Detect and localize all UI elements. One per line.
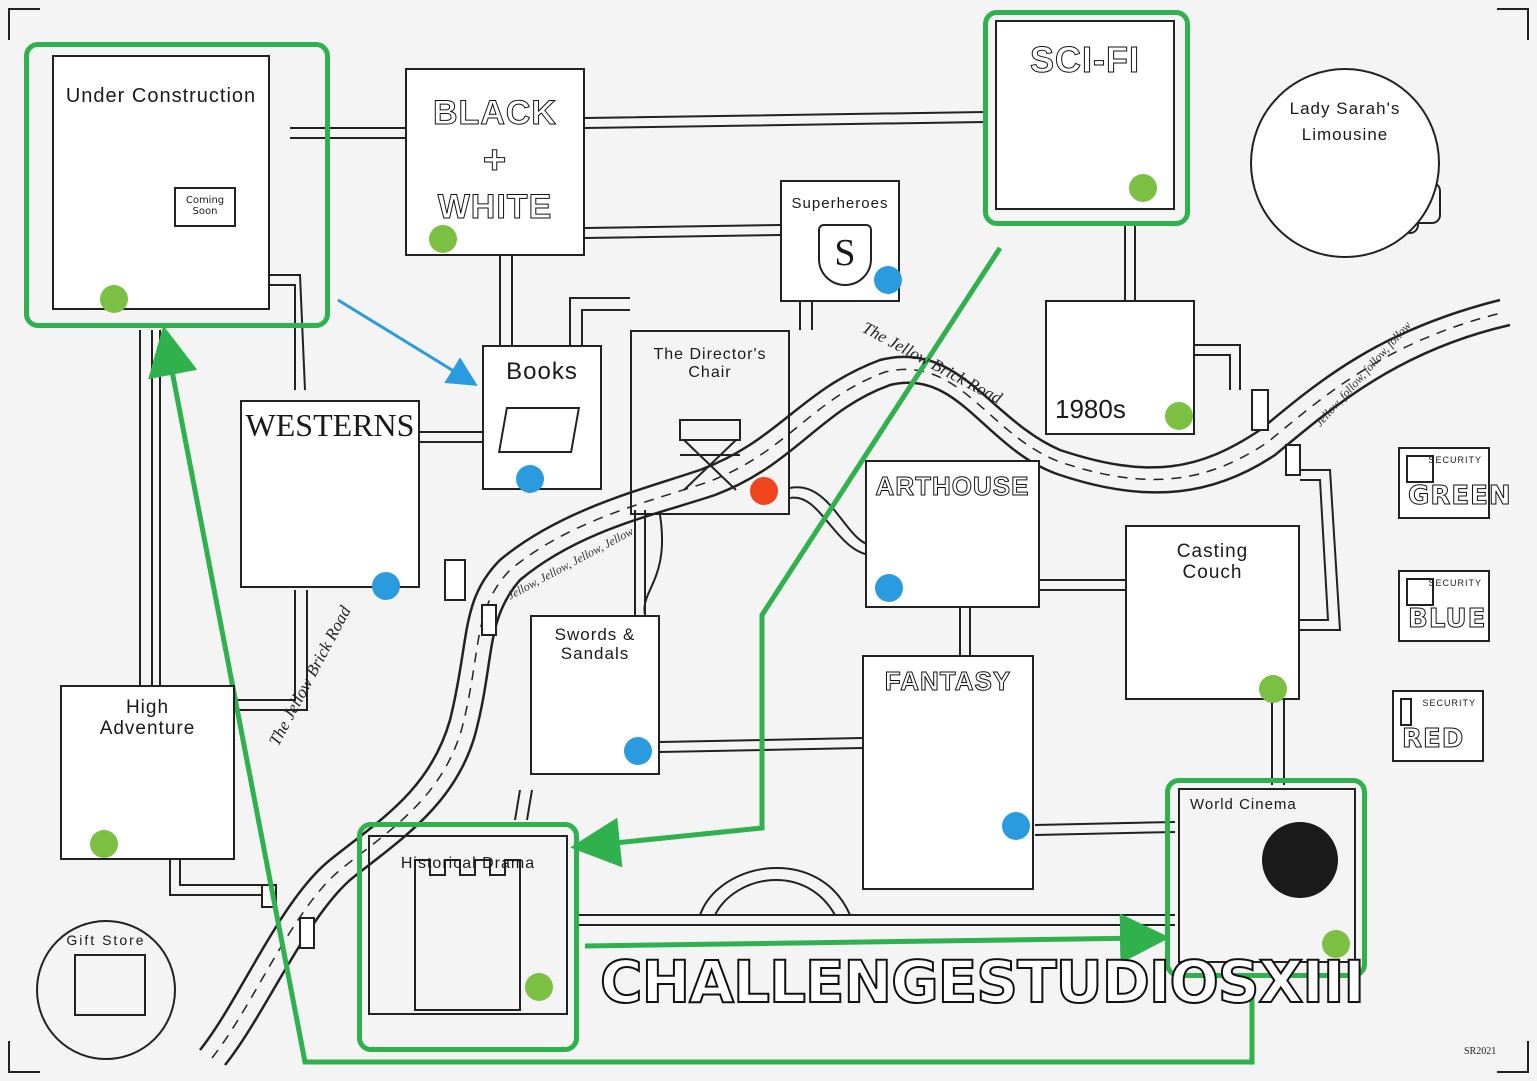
security-blue[interactable]: SECURITY BLUE: [1398, 570, 1490, 642]
landmark-label: Gift Store: [66, 932, 146, 948]
security-square: [1406, 455, 1434, 483]
studio-historical-drama[interactable]: Historical Drama: [368, 835, 568, 1015]
security-label: SECURITY: [1422, 698, 1476, 708]
highlight-under-construction: [24, 42, 330, 328]
studio-high-adventure[interactable]: High Adventure: [60, 685, 235, 860]
status-dot-green: [1259, 675, 1287, 703]
coming-soon-sign: Coming Soon: [174, 187, 236, 227]
studio-label-line2: +: [482, 138, 508, 183]
status-dot-blue: [624, 737, 652, 765]
status-dot-green: [90, 830, 118, 858]
studio-fantasy[interactable]: FANTASY: [862, 655, 1034, 890]
studio-label: ARTHOUSE: [875, 471, 1030, 501]
studio-label-line3: WHITE: [437, 187, 553, 226]
security-label: SECURITY: [1428, 455, 1482, 465]
status-dot-blue: [1002, 812, 1030, 840]
landmark-gift-store[interactable]: Gift Store: [36, 920, 176, 1060]
studio-label: Superheroes: [791, 195, 889, 212]
studio-label: Swords & Sandals: [554, 625, 636, 664]
security-square: [1400, 698, 1412, 726]
corner-mark: [8, 1041, 40, 1073]
blue-arrow: [337, 298, 478, 386]
status-dot-green: [525, 973, 553, 1001]
studio-label: FANTASY: [884, 666, 1012, 696]
corner-mark: [1497, 8, 1529, 40]
security-name: GREEN: [1408, 481, 1512, 512]
status-dot-green: [100, 285, 128, 313]
studio-label: WESTERNS: [245, 407, 415, 443]
status-dot-red: [750, 477, 778, 505]
status-dot-green: [1165, 402, 1193, 430]
studio-under-construction[interactable]: Under Construction Coming Soon: [52, 55, 270, 313]
studio-label: SCI-FI: [1030, 39, 1140, 81]
status-dot-blue: [874, 266, 902, 294]
studio-casting-couch[interactable]: Casting Couch: [1125, 525, 1300, 703]
studio-superheroes[interactable]: Superheroes S: [780, 180, 902, 302]
studio-label: Casting Couch: [1176, 541, 1249, 584]
artist-signature: SR2021: [1464, 1046, 1497, 1057]
highlight-world-cinema: [1165, 778, 1367, 978]
world-globe: [1262, 822, 1338, 898]
studio-label: The Director's Chair: [653, 346, 767, 381]
highlight-scifi: [983, 10, 1190, 226]
highlight-historical-drama: [357, 822, 579, 1052]
studio-world-cinema[interactable]: World Cinema: [1178, 788, 1356, 963]
studio-black-white[interactable]: BLACK + WHITE: [405, 68, 585, 256]
studio-directors-chair[interactable]: The Director's Chair: [630, 330, 790, 515]
studio-scifi[interactable]: SCI-FI: [995, 20, 1175, 210]
security-name: RED: [1401, 724, 1465, 755]
book-icon: [497, 407, 581, 453]
studio-label: Under Construction: [65, 85, 257, 107]
green-route: [148, 246, 1255, 1065]
studio-label: 1980s: [1055, 394, 1126, 424]
security-green[interactable]: SECURITY GREEN: [1398, 447, 1511, 519]
map-title: CHALLENGESTUDIOSXIII: [599, 947, 1366, 1017]
status-dot-green: [1322, 930, 1350, 958]
status-dot-green: [1129, 174, 1157, 202]
security-label: SECURITY: [1428, 578, 1482, 588]
corner-mark: [8, 8, 40, 40]
studio-label: High Adventure: [99, 697, 196, 740]
chair-drawing: [679, 419, 741, 491]
security-name: BLUE: [1407, 604, 1487, 635]
security-red[interactable]: SECURITY RED: [1392, 690, 1484, 762]
studio-books[interactable]: Books: [482, 345, 602, 493]
status-dot-blue: [372, 572, 400, 600]
studio-swords-sandals[interactable]: Swords & Sandals: [530, 615, 660, 775]
status-dot-blue: [875, 574, 903, 602]
status-dot-green: [429, 225, 457, 253]
studio-1980s[interactable]: 1980s: [1045, 300, 1195, 435]
studio-label-line1: BLACK: [433, 93, 557, 132]
studio-westerns[interactable]: WESTERNS: [240, 400, 420, 600]
studio-label: Historical Drama: [400, 855, 536, 872]
studio-label: Books: [506, 358, 578, 385]
castle-drawing: [414, 859, 521, 1011]
corner-mark: [1497, 1041, 1529, 1073]
landmark-limousine[interactable]: Lady Sarah's Limousine: [1250, 68, 1440, 258]
landmark-label: Lady Sarah's Limousine: [1289, 99, 1401, 145]
studio-label: World Cinema: [1190, 796, 1297, 813]
security-square: [1406, 578, 1434, 606]
studio-arthouse[interactable]: ARTHOUSE: [865, 460, 1040, 608]
status-dot-blue: [516, 465, 544, 493]
superhero-emblem: S: [818, 224, 872, 286]
